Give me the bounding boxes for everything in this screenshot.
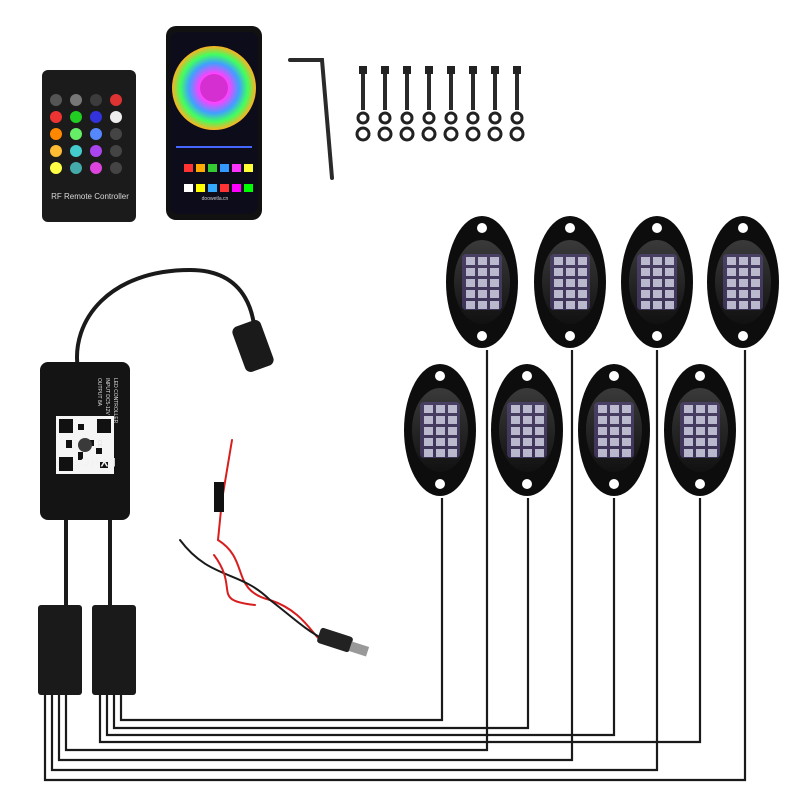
led-controller	[38, 267, 274, 695]
rock-light-pod	[534, 216, 606, 348]
phone-color-swatches	[184, 164, 253, 192]
phone-url: doowetla.cn	[201, 196, 229, 202]
splitter-right	[92, 605, 136, 695]
rock-light-pod	[446, 216, 518, 348]
bolts-and-washers	[355, 66, 525, 142]
allen-key	[288, 58, 334, 180]
controller-input: INPUT DC5-12V	[104, 378, 110, 415]
controller-output: OUTPUT 8A	[96, 378, 102, 406]
rock-light-pod	[491, 364, 563, 496]
bolt	[465, 66, 481, 142]
rock-light-pod	[664, 364, 736, 496]
bolt	[377, 66, 393, 142]
remote-label: RF Remote Controller	[51, 192, 129, 201]
qr-pattern	[59, 419, 111, 471]
controller-title: LED CONTROLLER	[112, 378, 118, 424]
rock-light-pod	[578, 364, 650, 496]
controller-mark: CE	[96, 440, 102, 447]
power-wire	[179, 439, 370, 657]
bolt	[443, 66, 459, 142]
rock-light-pods	[404, 216, 779, 496]
rock-light-pod	[404, 364, 476, 496]
controller-brand: LYHC	[80, 455, 116, 469]
rock-light-pod	[707, 216, 779, 348]
remote-buttons	[50, 94, 122, 174]
rock-light-pod	[621, 216, 693, 348]
bolt	[509, 66, 525, 142]
smartphone	[166, 26, 262, 220]
bolt	[487, 66, 503, 142]
bolt	[355, 66, 371, 142]
splitter-left	[38, 605, 82, 695]
bolt	[399, 66, 415, 142]
pod-cables	[43, 350, 747, 782]
rf-remote	[42, 70, 136, 222]
bolt	[421, 66, 437, 142]
